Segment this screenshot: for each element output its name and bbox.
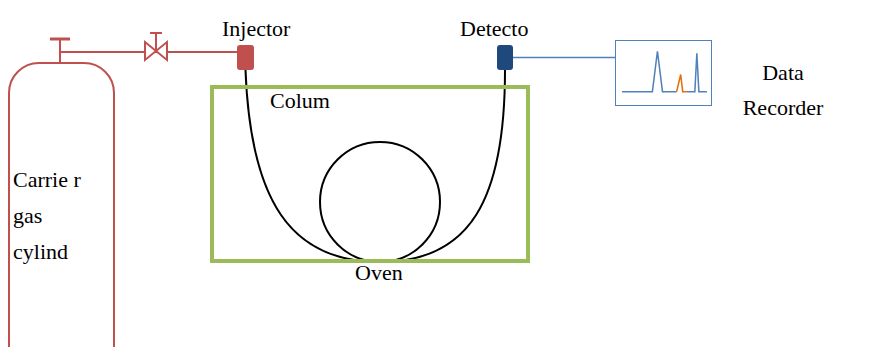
detector-port: Detecto (497, 45, 513, 70)
recorder-trace (616, 41, 711, 105)
gas-cylinder: Carrie r gas cylind (8, 62, 115, 347)
cylinder-label: Carrie r gas cylind (13, 162, 85, 270)
cylinder-handle (50, 38, 70, 41)
recorder-label: Data Recorder (729, 55, 837, 125)
detector-label: Detecto (460, 17, 528, 41)
oven-label: Oven (355, 260, 403, 286)
column-label: Colum (270, 88, 330, 114)
cylinder-stem (59, 40, 61, 52)
injector-port: Injector (237, 45, 254, 70)
signal-wire (513, 57, 615, 59)
injector-label: Injector (222, 17, 290, 41)
oven-box: Oven (210, 85, 530, 263)
trace-peak-minor (677, 75, 687, 92)
cylinder-body (9, 63, 114, 347)
valve-knob (150, 32, 162, 34)
column-tube (246, 70, 506, 262)
valve-symbol (145, 42, 167, 60)
valve-stem (155, 33, 157, 51)
data-recorder: Data Recorder (615, 40, 712, 106)
trace-line (622, 51, 707, 91)
